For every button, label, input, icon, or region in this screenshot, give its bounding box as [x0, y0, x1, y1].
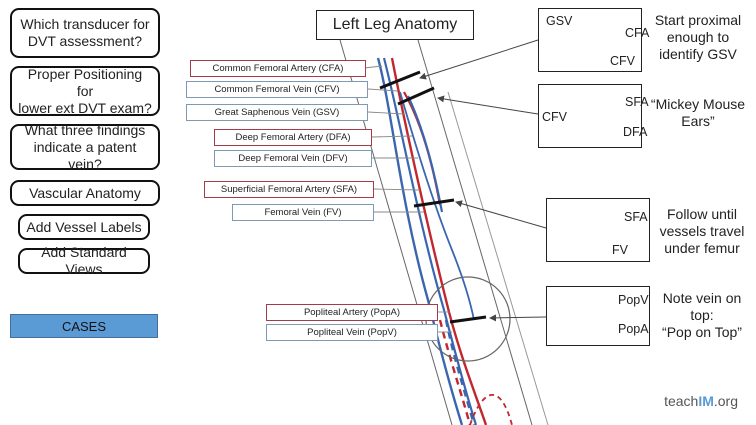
label-cfa: Common Femoral Artery (CFA) [190, 60, 366, 77]
leg-outline-right [417, 39, 533, 425]
label-cfv: Common Femoral Vein (CFV) [186, 81, 368, 98]
xs1-label-cfv: CFV [610, 54, 635, 68]
arrow-xsection-4 [489, 314, 547, 322]
arrow-xsection-3 [455, 200, 547, 229]
xs4-label-popv: PopV [618, 293, 649, 307]
label-popa: Popliteal Artery (PopA) [266, 304, 438, 321]
xs3-label-sfa: SFA [624, 210, 648, 224]
xsection-marker-1 [379, 70, 421, 90]
note-xsection-4: Note vein on top: “Pop on Top” [662, 290, 742, 340]
nav-button-positioning[interactable]: Proper Positioning for lower ext DVT exa… [10, 66, 160, 116]
label-popv: Popliteal Vein (PopV) [266, 324, 438, 341]
label-dfv: Deep Femoral Vein (DFV) [214, 150, 372, 167]
gsv-vessel [399, 91, 475, 321]
xsection-box-2 [538, 84, 642, 148]
label-gsv: Great Saphenous Vein (GSV) [186, 104, 368, 121]
cases-button[interactable]: CASES [10, 314, 158, 338]
xs2-label-cfv: CFV [542, 110, 567, 124]
xs2-label-dfa: DFA [623, 125, 648, 139]
xsection-marker-3 [413, 198, 455, 208]
xsection-box-4 [546, 286, 650, 346]
vein-dashed [444, 319, 476, 425]
diagram-title: Left Leg Anatomy [316, 10, 474, 40]
xsection-marker-2 [397, 86, 435, 106]
xs1-label-gsv: GSV [546, 14, 573, 28]
label-fv: Femoral Vein (FV) [232, 204, 374, 221]
xs4-label-popa: PopA [618, 322, 649, 336]
xs2-label-sfa: SFA [625, 95, 649, 109]
nav-button-patent-vein[interactable]: What three findings indicate a patent ve… [10, 122, 160, 172]
artery-dashed [438, 319, 472, 425]
vein-main [376, 57, 464, 425]
xsection-marker-4 [449, 315, 487, 324]
leg-outline-outer [447, 91, 549, 425]
arrow-xsection-1 [419, 39, 539, 80]
teachim-logo: teachIM.org [664, 393, 738, 409]
label-leaders [363, 65, 452, 333]
tibial-dashed [469, 394, 513, 425]
note-xsection-3: Follow until vessels travel under femur [659, 206, 745, 256]
deep-femoral-vein [407, 95, 444, 213]
note-xsection-1: Start proximal enough to identify GSV [654, 12, 742, 62]
xsection-box-3 [546, 198, 650, 262]
label-dfa: Deep Femoral Artery (DFA) [214, 129, 372, 146]
vein-secondary [382, 57, 478, 425]
nav-button-add-vessel-labels[interactable]: Add Vessel Labels [18, 214, 150, 240]
nav-button-add-standard-views[interactable]: Add Standard Views [18, 244, 150, 277]
nav-button-vascular-anatomy[interactable]: Vascular Anatomy [10, 180, 160, 206]
artery-main [390, 57, 488, 425]
note-xsection-2: “Mickey Mouse Ears” [650, 96, 746, 129]
xs1-label-cfa: CFA [625, 26, 650, 40]
nav-button-transducer[interactable]: Which transducer for DVT assessment? [10, 8, 160, 58]
xsection-box-1 [538, 8, 642, 72]
xs3-label-fv: FV [612, 243, 628, 257]
label-sfa: Superficial Femoral Artery (SFA) [204, 181, 374, 198]
arrow-xsection-2 [437, 95, 539, 115]
